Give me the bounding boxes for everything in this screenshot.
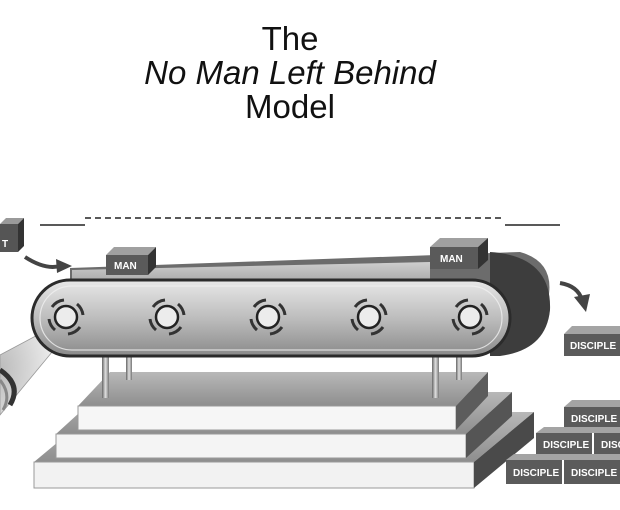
timeline <box>40 217 560 226</box>
man-box-right-label: MAN <box>440 254 463 265</box>
platform-steps <box>33 372 534 489</box>
roller-icon <box>249 298 287 336</box>
disciple-stack-box: DISCIPLE <box>571 414 617 425</box>
incoming-box-label: T <box>2 239 8 250</box>
man-box-right: MAN <box>430 238 488 269</box>
roller-icon <box>47 298 85 336</box>
disciple-stack: DISCIPLE DISCIPLE DISC DISCIPLE DISCIPLE <box>506 400 620 484</box>
man-box-left-label: MAN <box>114 261 137 272</box>
arrow-out-icon <box>559 281 590 312</box>
disciple-stack-box: DISCIPLE <box>571 468 617 479</box>
disciple-stack-box: DISC <box>601 440 620 451</box>
roller-icon <box>148 298 186 336</box>
disciple-stack-box: DISCIPLE <box>543 440 589 451</box>
disciple-stack-box: DISCIPLE <box>513 468 559 479</box>
disciple-box-output: DISCIPLE <box>564 326 620 356</box>
conveyor-legs <box>102 340 462 398</box>
arrow-in-icon <box>23 255 72 273</box>
roller-icon <box>350 298 388 336</box>
title-line-2: No Man Left Behind <box>144 54 436 91</box>
title-line-1: The <box>261 20 319 57</box>
title-line-3: Model <box>245 88 335 125</box>
man-box-left: MAN <box>106 247 156 275</box>
disciple-box-output-label: DISCIPLE <box>570 341 616 352</box>
diagram-title: The No Man Left Behind Model <box>95 22 485 124</box>
roller-icon <box>451 298 489 336</box>
incoming-box: T <box>0 218 24 252</box>
